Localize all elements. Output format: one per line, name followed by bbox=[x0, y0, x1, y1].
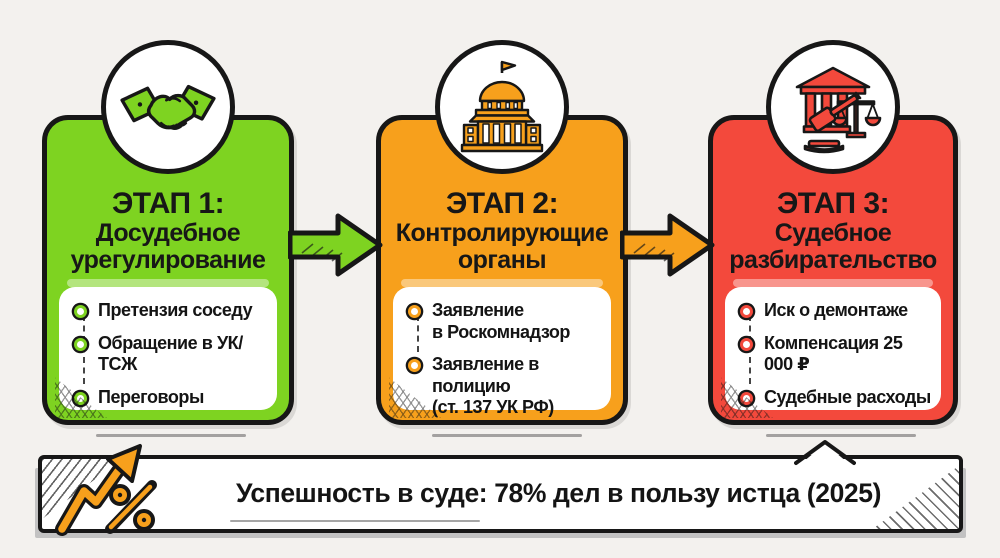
arrow-right-icon bbox=[619, 213, 715, 277]
arrow-right-icon bbox=[287, 213, 383, 277]
stats-banner: Успешность в суде: 78% дел в пользу истц… bbox=[38, 440, 963, 536]
bullet-dot-icon bbox=[740, 337, 753, 351]
growth-percent-icon bbox=[55, 444, 157, 536]
list-item-text: Судебные расходы bbox=[764, 386, 931, 407]
stage-3-title: ЭТАП 3: Судебное разбирательство bbox=[713, 187, 953, 274]
bullet-dot-icon bbox=[740, 305, 753, 318]
stage-name-line2: урегулирование bbox=[70, 245, 266, 274]
list-item: Обращение в УК/ТСЖ bbox=[74, 333, 271, 376]
stats-text: Успешность в суде: 78% дел в пользу истц… bbox=[235, 477, 882, 508]
courthouse-icon bbox=[795, 66, 882, 154]
stage-label: ЭТАП 3: bbox=[776, 187, 890, 220]
handshake-icon bbox=[120, 84, 216, 130]
sketch-shadow-line bbox=[432, 434, 582, 437]
government-building-icon bbox=[460, 60, 544, 153]
sketch-shadow-line bbox=[96, 434, 246, 437]
list-item: Заявление в полицию (ст. 137 УК РФ) bbox=[408, 354, 605, 419]
list-item-text: Переговоры bbox=[98, 386, 204, 407]
bullet-connector-line bbox=[417, 315, 419, 352]
list-item: Компенсация 25 000 ₽ bbox=[740, 333, 935, 376]
list-item: Судебные расходы bbox=[740, 387, 935, 409]
sketch-shadow-line bbox=[766, 434, 916, 437]
list-item-text: Заявление в полицию (ст. 137 УК РФ) bbox=[432, 354, 554, 418]
list-item-text: Претензия соседу bbox=[98, 300, 253, 320]
list-item: Претензия соседу bbox=[74, 300, 271, 322]
list-item-text: Иск о демонтаже bbox=[764, 300, 908, 320]
bullet-dot-icon bbox=[408, 359, 421, 373]
stage-card-1: ЭТАП 1: Досудебное урегулирование Претен… bbox=[42, 40, 294, 425]
list-item: Заявление в Роскомнадзор bbox=[408, 300, 605, 343]
stage-card-3: ЭТАП 3: Судебное разбирательство Иск о д… bbox=[708, 40, 958, 425]
list-item: Переговоры bbox=[74, 387, 271, 409]
bullet-dot-icon bbox=[74, 391, 87, 405]
stage-3-items-panel: Иск о демонтаже Компенсация 25 000 ₽ Суд… bbox=[725, 279, 941, 410]
stage-1-title: ЭТАП 1: Досудебное урегулирование bbox=[47, 187, 289, 274]
stage-name-line1: Контролирующие bbox=[395, 219, 609, 248]
bullet-dot-icon bbox=[74, 305, 87, 318]
list-item-text: Компенсация 25 000 ₽ bbox=[764, 332, 903, 375]
bullet-dot-icon bbox=[740, 391, 753, 405]
stage-name-line2: разбирательство bbox=[729, 245, 937, 274]
stage-3-icon-badge bbox=[766, 40, 900, 174]
stage-2-icon-badge bbox=[435, 40, 569, 174]
stage-card-2: ЭТАП 2: Контролирующие органы Заявление … bbox=[376, 40, 628, 425]
list-item-text: Обращение в УК/ТСЖ bbox=[98, 332, 243, 375]
stage-2-title: ЭТАП 2: Контролирующие органы bbox=[381, 187, 623, 274]
stage-1-items-panel: Претензия соседу Обращение в УК/ТСЖ Пере… bbox=[59, 279, 277, 410]
banner-peak-decoration bbox=[794, 440, 856, 466]
flow-arrow-1 bbox=[287, 209, 384, 281]
stage-name-line1: Досудебное bbox=[95, 219, 241, 248]
stage-label: ЭТАП 2: bbox=[445, 187, 559, 220]
bullet-dot-icon bbox=[74, 337, 87, 351]
stage-1-icon-badge bbox=[101, 40, 235, 174]
stage-label: ЭТАП 1: bbox=[111, 187, 225, 220]
sketch-underline bbox=[230, 520, 480, 522]
list-item: Иск о демонтаже bbox=[740, 300, 935, 322]
stage-name-line2: органы bbox=[457, 245, 547, 274]
stage-2-items-panel: Заявление в Роскомнадзор Заявление в пол… bbox=[393, 279, 611, 417]
list-item-text: Заявление в Роскомнадзор bbox=[432, 300, 570, 342]
stage-name-line1: Судебное bbox=[774, 219, 892, 248]
bullet-dot-icon bbox=[408, 305, 421, 318]
flow-arrow-2 bbox=[619, 209, 716, 281]
